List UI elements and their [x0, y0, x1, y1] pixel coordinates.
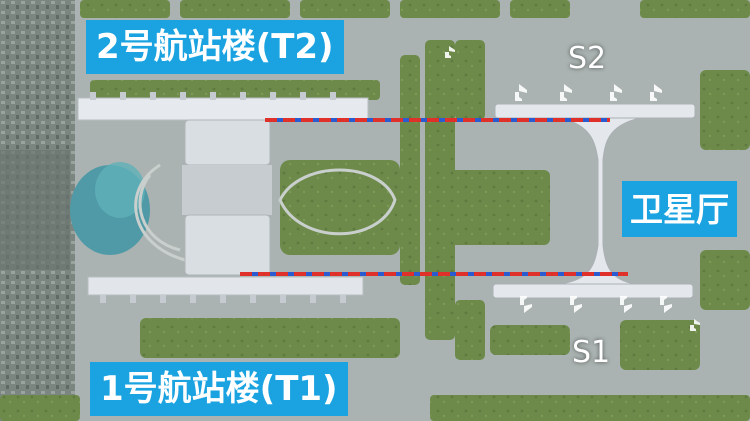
terminal-2-building [77, 92, 369, 276]
satellite-hall-building [492, 103, 696, 299]
terminal-2-label: 2号航站楼(T2) [86, 20, 344, 74]
aircraft [445, 46, 700, 331]
satellite-s1-label: S1 [572, 335, 611, 370]
road-loops [134, 163, 397, 262]
city-block [0, 150, 70, 270]
satellite-hall-label: 卫星厅 [622, 181, 737, 237]
terminal-1-building [87, 276, 364, 303]
satellite-s2-label: S2 [568, 41, 607, 76]
terminal-1-label: 1号航站楼(T1) [90, 362, 348, 416]
